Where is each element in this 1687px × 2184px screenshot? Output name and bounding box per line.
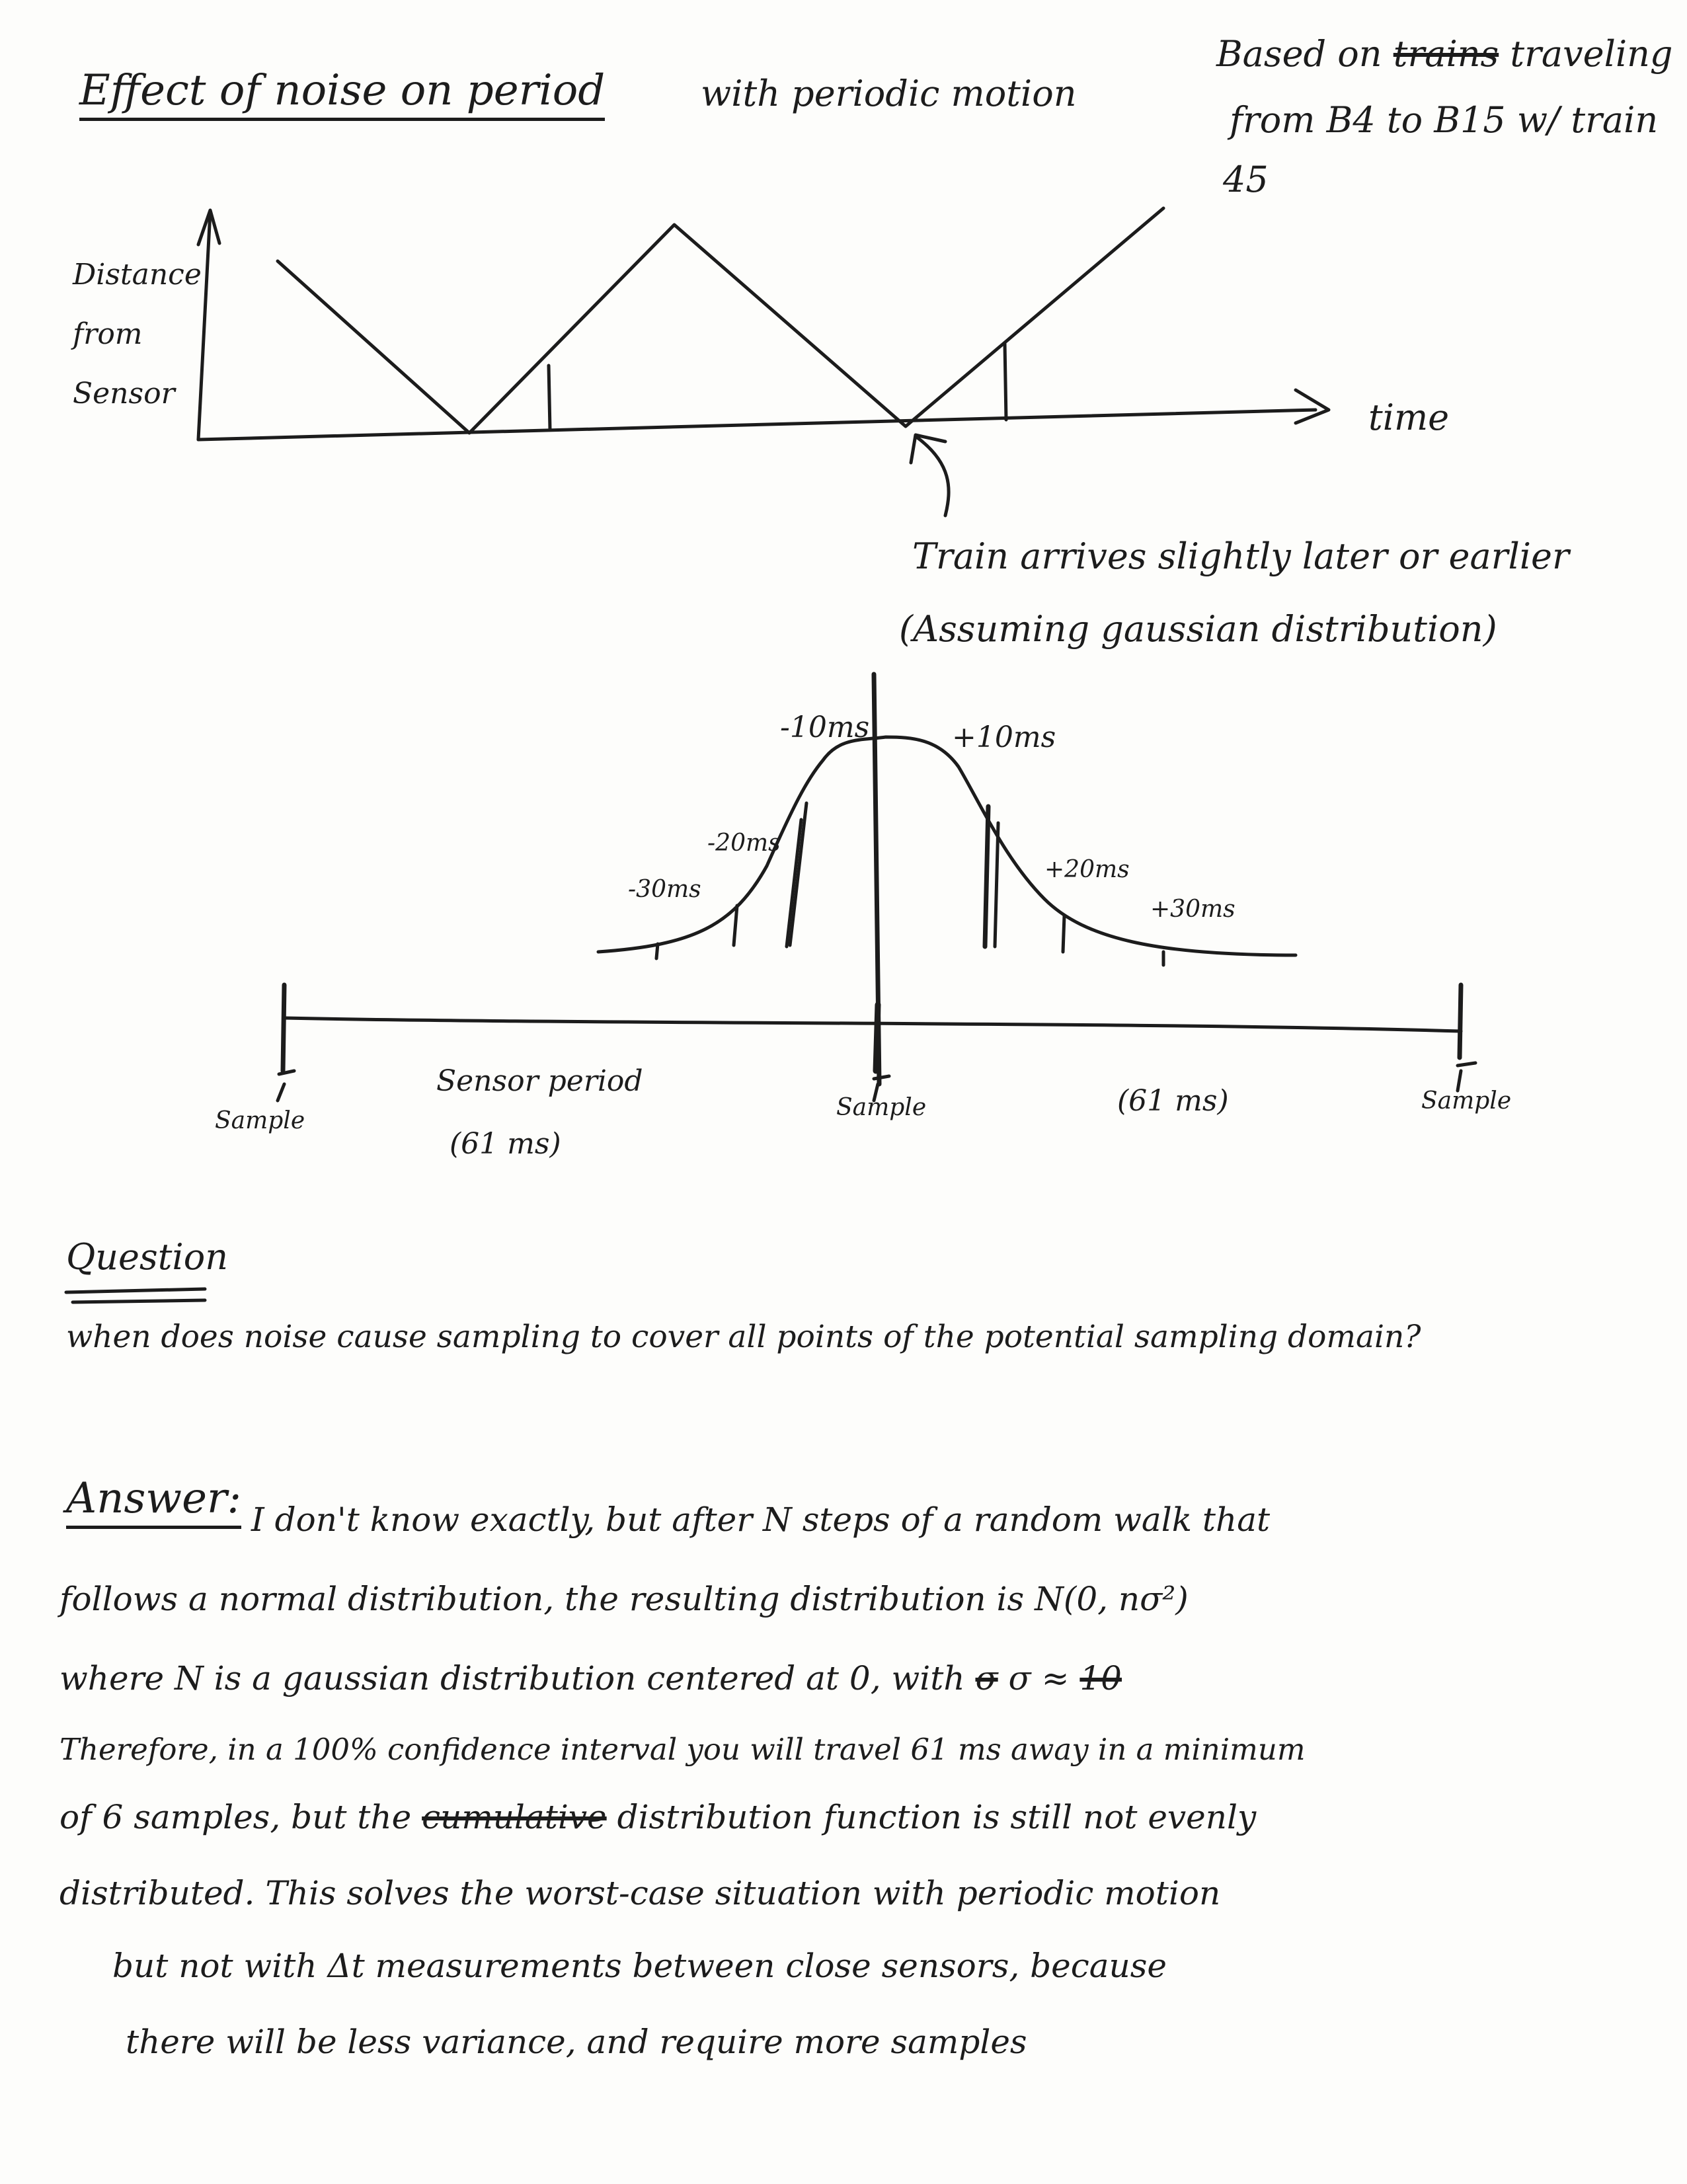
- answer-line-3-scribble-1: σ: [975, 1659, 998, 1697]
- note-line-3: 45: [1223, 159, 1269, 200]
- answer-line-5-b: distribution function is still not evenl…: [617, 1798, 1257, 1836]
- timeline-line: [282, 1016, 1463, 1033]
- bell-label-plus-20: +20ms: [1044, 856, 1130, 883]
- answer-line-7: but not with Δt measurements between clo…: [112, 1947, 1167, 1985]
- bell-label-minus-30: -30ms: [628, 876, 701, 903]
- graph1-x-axis: [196, 408, 1317, 442]
- bell-label-plus-30: +30ms: [1150, 896, 1236, 923]
- answer-line-5-a: of 6 samples, but the: [59, 1798, 412, 1836]
- note-scribble: trains: [1393, 33, 1499, 75]
- graph1-tick-1: [547, 364, 552, 432]
- graph1-tick-2: [1003, 342, 1008, 422]
- note-line-1: Based on trains traveling: [1216, 33, 1672, 75]
- bell-line-m10: [788, 801, 808, 947]
- bell-tick-m30: [654, 942, 660, 960]
- graph1-zigzag-line: [276, 206, 1165, 435]
- graph1-ylabel-1: Distance: [73, 258, 202, 292]
- timeline-tick-left: [280, 982, 287, 1073]
- answer-line-1: I don't know exactly, but after N steps …: [251, 1501, 1271, 1539]
- timeline-period-label-1: Sensor period: [436, 1064, 643, 1098]
- timeline-tick-right: [1457, 982, 1464, 1060]
- arrival-arrow: [914, 434, 951, 518]
- answer-line-3: where N is a gaussian distribution cente…: [59, 1659, 1122, 1697]
- question-text: when does noise cause sampling to cover …: [66, 1319, 1421, 1355]
- page-title: Effect of noise on period: [79, 66, 606, 121]
- note-traveling: traveling: [1510, 33, 1673, 75]
- hook-mid: [872, 1074, 891, 1103]
- timeline-sample-right: Sample: [1421, 1087, 1512, 1114]
- graph1-y-arrowhead: [196, 208, 221, 247]
- question-underline-1: [64, 1287, 207, 1294]
- note-based-on: Based on: [1216, 33, 1382, 75]
- answer-line-4: Therefore, in a 100% confidence interval…: [59, 1732, 1306, 1767]
- bell-line-p10: [982, 804, 991, 949]
- bell-curve: [596, 735, 1298, 957]
- arrival-note-line-1: Train arrives slightly later or earlier: [912, 535, 1569, 577]
- timeline-period-label-right: (61 ms): [1117, 1084, 1229, 1118]
- answer-line-6: distributed. This solves the worst-case …: [59, 1874, 1221, 1912]
- bell-label-minus-10: -10ms: [780, 711, 870, 744]
- answer-line-3-a: where N is a gaussian distribution cente…: [59, 1659, 965, 1697]
- hook-right: [1456, 1061, 1477, 1093]
- graph1-x-arrowhead: [1294, 388, 1331, 425]
- timeline-tick-mid: [873, 1001, 881, 1074]
- arrival-arrowhead: [909, 433, 947, 465]
- bell-line-m20: [732, 904, 739, 947]
- timeline-sample-mid: Sample: [836, 1094, 927, 1121]
- graph1-ylabel-2: from: [73, 317, 143, 351]
- bell-label-plus-10: +10ms: [952, 721, 1056, 754]
- graph1-xlabel: time: [1368, 397, 1450, 438]
- bell-line-p10b: [993, 821, 1000, 949]
- answer-line-2: follows a normal distribution, the resul…: [59, 1580, 1189, 1618]
- answer-line-8: there will be less variance, and require…: [126, 2023, 1027, 2061]
- question-heading: Question: [66, 1236, 228, 1278]
- page-title-continued: with periodic motion: [701, 73, 1077, 114]
- arrival-note-line-2: (Assuming gaussian distribution): [899, 608, 1497, 650]
- answer-heading: Answer:: [66, 1474, 242, 1529]
- timeline-period-label-2: (61 ms): [450, 1127, 561, 1161]
- bell-label-minus-20: -20ms: [707, 830, 781, 857]
- hook-left: [276, 1069, 296, 1103]
- bell-line-p20: [1061, 914, 1066, 954]
- answer-line-3-b: σ ≈: [1008, 1659, 1070, 1697]
- graph1-ylabel-3: Sensor: [73, 377, 175, 410]
- graph1-y-axis: [196, 210, 212, 442]
- answer-line-3-scribble-2: 10: [1079, 1659, 1122, 1697]
- note-line-2: from B4 to B15 w/ train: [1230, 99, 1659, 141]
- question-underline-2: [71, 1298, 207, 1304]
- timeline-sample-left: Sample: [215, 1107, 305, 1134]
- answer-line-5-scribble: cumulative: [422, 1798, 607, 1836]
- answer-line-5: of 6 samples, but the cumulative distrib…: [59, 1798, 1256, 1836]
- bell-line-m10b: [785, 818, 803, 949]
